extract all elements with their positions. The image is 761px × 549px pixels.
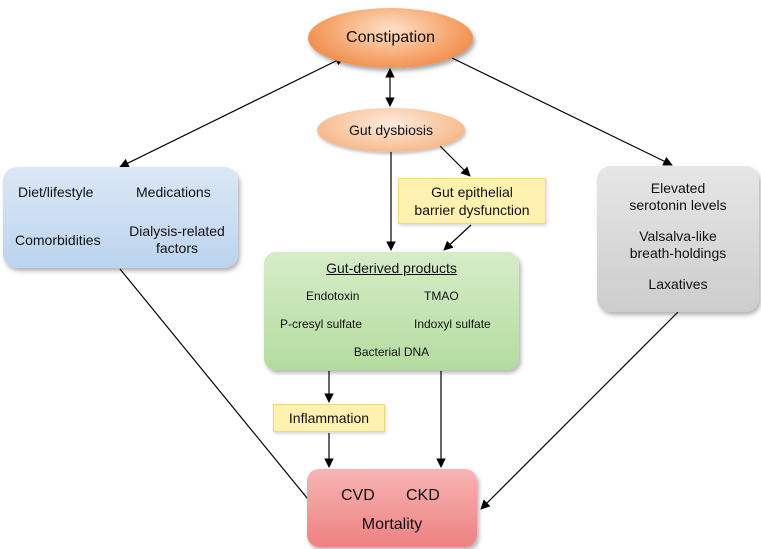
node-constipation: Constipation	[308, 8, 473, 68]
edge-constipation-mechanisms	[451, 57, 673, 166]
serotonin-line2: serotonin levels	[629, 196, 727, 213]
p-cresyl-sulfate-label: P-cresyl sulfate	[280, 317, 363, 331]
node-risk-factors: Diet/lifestyle Medications Comorbidities…	[3, 167, 238, 268]
valsalva-line2: breath-holdings	[629, 244, 727, 261]
edge-risk-outcomes	[119, 268, 317, 510]
dialysis-line1: Dialysis-related	[129, 223, 225, 239]
indoxyl-sulfate-label: Indoxyl sulfate	[414, 317, 491, 331]
valsalva-line1: Valsalva-like	[639, 228, 717, 244]
constipation-label: Constipation	[346, 29, 435, 46]
dialysis-factors-label: Dialysis-related factors	[121, 223, 233, 257]
node-barrier-dysfunction: Gut epithelial barrier dysfunction	[398, 178, 546, 224]
edge-constipation-risk	[119, 56, 345, 168]
gut-products-title: Gut-derived products	[326, 260, 457, 276]
endotoxin-label: Endotoxin	[306, 289, 360, 303]
barrier-label-line1: Gut epithelial	[431, 183, 513, 200]
valsalva-label: Valsalva-like breath-holdings	[597, 228, 759, 262]
laxatives-label: Laxatives	[648, 276, 708, 292]
gut-dysbiosis-label: Gut dysbiosis	[348, 122, 434, 138]
serotonin-line1: Elevated	[650, 180, 706, 196]
barrier-label-line2: barrier dysfunction	[414, 202, 530, 218]
edge-dysbiosis-barrier	[439, 145, 471, 177]
edge-barrier-products	[443, 224, 472, 251]
edge-mechanisms-outcomes	[480, 311, 679, 510]
bacterial-dna-label: Bacterial DNA	[353, 345, 430, 359]
node-outcomes: CVD CKD Mortality	[307, 469, 477, 547]
mortality-label: Mortality	[361, 516, 423, 533]
node-gut-dysbiosis: Gut dysbiosis	[317, 108, 465, 152]
inflammation-label: Inflammation	[288, 409, 370, 426]
cvd-label: CVD	[341, 487, 375, 504]
dialysis-line2: factors	[155, 239, 198, 256]
medications-label: Medications	[136, 184, 211, 200]
node-gut-derived-products: Gut-derived products Endotoxin TMAO P-cr…	[264, 252, 519, 370]
diet-lifestyle-label: Diet/lifestyle	[18, 184, 94, 200]
ckd-label: CKD	[406, 487, 440, 504]
node-mechanisms: Elevated serotonin levels Valsalva-like …	[597, 166, 759, 312]
node-inflammation: Inflammation	[273, 404, 385, 432]
comorbidities-label: Comorbidities	[15, 232, 101, 248]
serotonin-label: Elevated serotonin levels	[597, 180, 759, 214]
tmao-label: TMAO	[424, 289, 459, 303]
